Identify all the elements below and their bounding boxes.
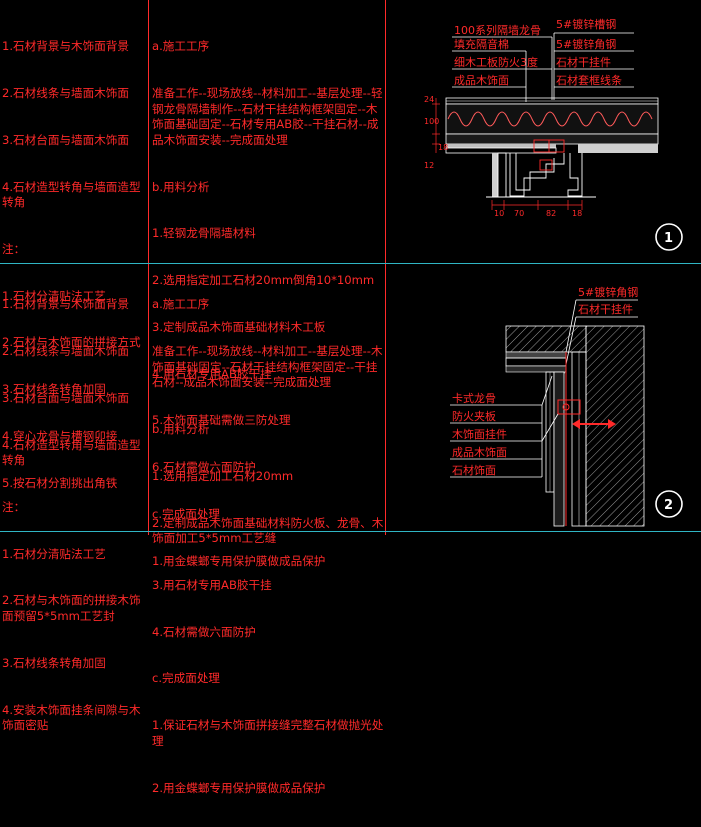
material-line: 4.石材造型转角与墙面造型转角 [2,179,141,210]
materials-notes-2: 1.石材背景与木饰面背景 2.石材线条与墙面木饰面 3.石材台面与墙面木饰面 4… [2,266,146,765]
process-heading: b.用料分析 [152,179,210,194]
divider-col-2 [385,0,386,535]
note-line: 4.穿心龙骨与槽钢卯接 [2,429,118,444]
detail-number: 2 [664,498,673,513]
process-heading: a.施工工序 [152,39,210,54]
detail-panel-2: 1.石材背景与木饰面背景 2.石材线条与墙面木饰面 3.石材台面与墙面木饰面 4… [0,264,701,795]
callout-label: 防火夹板 [452,409,496,423]
dimension-value: 10 [494,209,504,218]
callout-label: 5#镀锌角钢 [556,37,616,51]
stone-frame-assembly [486,139,596,198]
process-line: 4.用石材专用AB胶干挂 [152,366,272,381]
dimension-value: 18 [572,209,582,218]
note-line: 5.按石材分割挑出角铁 [2,475,118,490]
note-line: 1.石材分清贴法工艺 [2,288,106,303]
material-line: 2.石材线条与墙面木饰面 [2,343,129,358]
process-line: 1.保证石材与木饰面拼接缝完整石材做抛光处理 [152,718,384,748]
note-line: 3.石材线条转角加固 [2,382,106,397]
dimension-value: 100 [424,117,439,126]
callout-label: 石材干挂件 [556,55,611,69]
divider-row-middle [0,263,701,264]
notes-heading: 注： [2,241,26,256]
dimension-value: 24 [424,95,434,104]
material-line: 1.石材背景与木饰面背景 [2,297,129,312]
process-line: 5.木饰面基础需做三防处理 [152,413,291,428]
callout-label: 5#镀锌槽钢 [556,17,616,31]
process-line: 1.轻钢龙骨隔墙材料 [152,226,256,241]
note-line: 1.石材分清贴法工艺 [2,546,106,561]
section-drawing-1: 100系列隔墙龙骨 填充隔音棉 细木工板防火3度 成品木饰面 5#镀锌槽钢 5#… [424,17,683,251]
callout-label: 成品木饰面 [454,73,509,87]
process-line: 2.定制成品木饰面基础材料防火板、龙骨、木饰面加工5*5mm工艺缝 [152,515,384,546]
process-line: 2.选用指定加工石材20mm倒角10*10mm [152,273,375,288]
materials-notes-1: 1.石材背景与木饰面背景 2.石材线条与墙面木饰面 3.石材台面与墙面木饰面 4… [2,8,146,523]
dimension-value: 12 [424,161,434,170]
callout-underlines-left [452,36,553,102]
callout-label: 石材饰面 [452,463,496,477]
process-sequence: 准备工作--现场放线--材料加工--基层处理--轻钢龙骨隔墙制作--石材干挂结构… [152,85,383,147]
callout-label: 石材干挂件 [578,302,633,316]
material-line: 3.石材台面与墙面木饰面 [2,132,129,147]
material-line: 1.石材背景与木饰面背景 [2,39,129,54]
divider-row-bottom [0,531,701,532]
divider-col-1 [148,0,149,535]
dimension-value: 18 [438,143,448,152]
process-heading: a.施工工序 [152,297,210,312]
stone-and-wood-facing [545,352,616,527]
process-line: 4.石材需做六面防护 [152,624,256,639]
callout-label: 木饰面挂件 [452,427,507,441]
process-heading: b.用料分析 [152,421,210,436]
material-line: 4.石材造型转角与墙面造型转角 [2,437,141,468]
section-drawing-2: 5#镀锌角钢 石材干挂件 [450,285,683,527]
process-line: 3.用石材专用AB胶干挂 [152,577,272,592]
detail-number: 1 [664,231,673,246]
process-notes-1: a.施工工序 准备工作--现场放线--材料加工--基层处理--轻钢龙骨隔墙制作-… [152,8,384,601]
note-line: 2.石材与木饰面的拼接方式 [2,335,141,350]
callout-label: 5#镀锌角钢 [578,285,638,299]
process-line: 2.用金蝶螂专用保护膜做成品保护 [152,780,326,795]
dimension-lines [432,98,583,210]
wall-layers [445,97,659,154]
process-heading: c.完成面处理 [152,671,221,686]
note-line: 3.石材线条转角加固 [2,655,106,670]
notes-heading: 注： [2,499,26,514]
callout-label: 成品木饰面 [452,445,507,459]
process-line: 6.石材需做六面防护 [152,460,256,475]
note-line: 2.石材与木饰面的拼接木饰面预留5*5mm工艺封 [2,593,141,624]
callout-label: 卡式龙骨 [452,392,496,405]
process-sequence: 准备工作--现场放线--材料加工--基层处理--木饰面基础固定--石材干挂结构框… [152,343,383,390]
ceiling-slab [505,325,587,373]
detail-number-badge [655,490,683,518]
callout-label: 细木工板防火3度 [454,55,538,69]
dimension-value: 70 [514,209,524,218]
detail-number-badge [655,223,683,251]
detail-panel-1: 1.石材背景与木饰面背景 2.石材线条与墙面木饰面 3.石材台面与墙面木饰面 4… [0,0,701,568]
dimension-value: 82 [546,209,556,218]
process-heading: c.完成面处理 [152,507,221,521]
process-line: 3.定制成品木饰面基础材料木工板 [152,319,326,334]
callout-label: 100系列隔墙龙骨 [454,23,541,37]
callout-label: 填充隔音棉 [454,37,509,51]
callout-underlines-right [553,32,634,100]
note-line: 4.安装木饰面挂条间隙与木饰面密贴 [2,702,141,733]
material-line: 3.石材台面与墙面木饰面 [2,390,129,405]
callout-label: 石材套框线条 [556,73,622,87]
callout-underlines-left [450,375,559,478]
process-notes-2: a.施工工序 准备工作--现场放线--材料加工--基层处理--木饰面基础固定--… [152,266,384,827]
right-wall [571,325,645,527]
process-line: 1.选用指定加工石材20mm [152,468,294,483]
material-line: 2.石材线条与墙面木饰面 [2,85,129,100]
